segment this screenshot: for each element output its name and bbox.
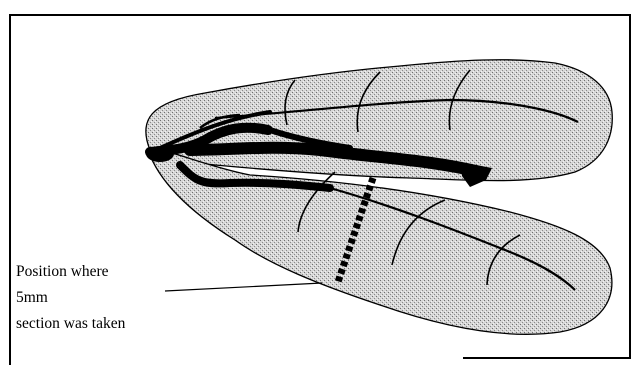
- section-position-label: Position where 5mm section was taken: [16, 263, 126, 332]
- label-line-1: Position where: [16, 263, 109, 280]
- label-line-3: section was taken: [16, 315, 126, 332]
- label-leader-line: [165, 283, 322, 291]
- label-line-2: 5mm: [16, 289, 48, 306]
- stalk-base: [146, 146, 174, 162]
